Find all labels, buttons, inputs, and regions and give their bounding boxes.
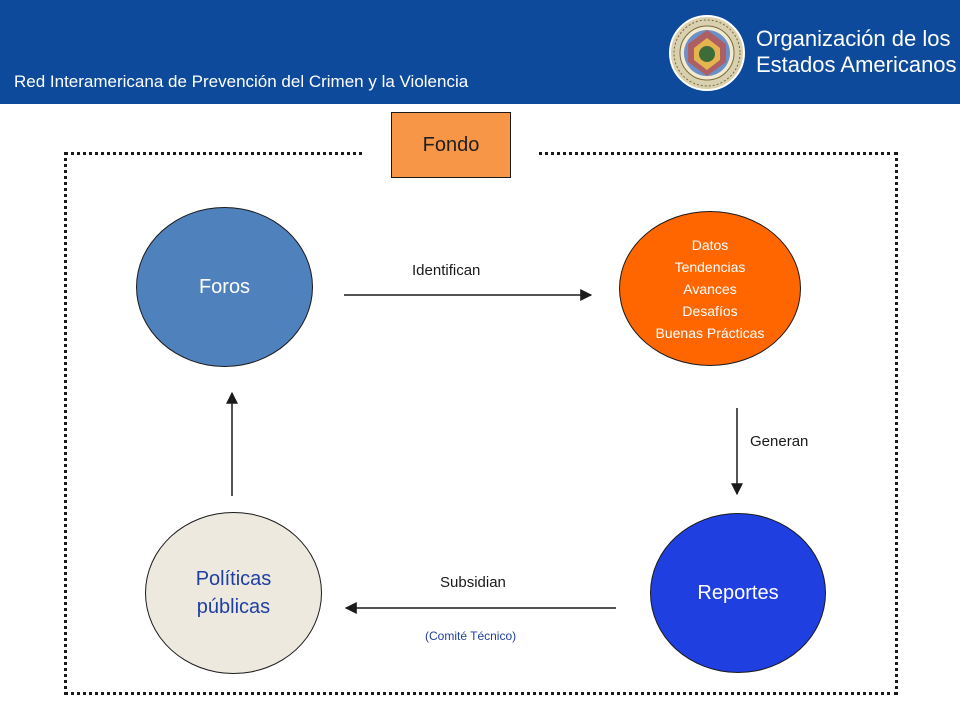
organization-name-line1: Organización de los <box>756 26 951 51</box>
node-data-line-3: Avances <box>683 280 737 297</box>
node-policies-line-2: públicas <box>196 596 271 618</box>
node-reports: Reportes <box>650 513 826 673</box>
node-forums-label: Foros <box>198 275 251 298</box>
oas-seal-icon <box>669 15 745 91</box>
node-data-line-1: Datos <box>691 236 729 253</box>
edge-label-subsidize: Subsidian <box>440 574 506 591</box>
edge-label-generate: Generan <box>750 433 809 450</box>
organization-name-line2: Estados Americanos <box>756 52 957 77</box>
node-data-line-4: Desafíos <box>682 302 738 319</box>
edge-note-technical-committee: (Comité Técnico) <box>425 629 517 643</box>
edge-label-identify: Identifican <box>412 262 481 279</box>
fund-box: Fondo <box>391 112 511 178</box>
network-title: Red Interamericana de Prevención del Cri… <box>14 72 469 91</box>
node-data-line-5: Buenas Prácticas <box>655 324 765 341</box>
header-bar: Red Interamericana de Prevención del Cri… <box>0 0 960 104</box>
node-policies: Políticas públicas <box>145 512 322 674</box>
node-policies-line-1: Políticas <box>195 568 272 590</box>
node-reports-label: Reportes <box>697 581 779 604</box>
node-data-line-2: Tendencias <box>674 258 746 275</box>
node-forums: Foros <box>136 207 313 367</box>
organization-name: Organización de los Estados Americanos <box>756 26 957 78</box>
node-data: Datos Tendencias Avances Desafíos Buenas… <box>619 211 801 366</box>
